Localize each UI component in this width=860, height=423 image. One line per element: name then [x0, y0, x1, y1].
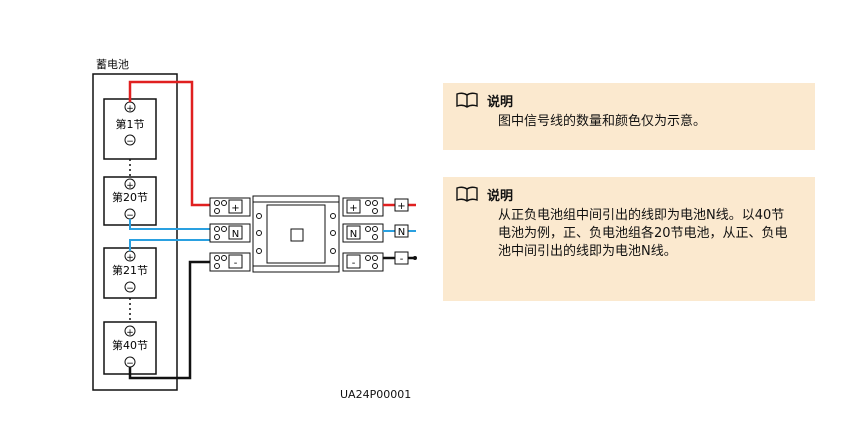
- neutral-wire-upper: [129, 219, 212, 230]
- left-terminal-n: N: [232, 229, 239, 240]
- cell-1-plus: +: [126, 104, 134, 114]
- battery-cell-40: + 第40节 −: [103, 321, 157, 375]
- cell-40-label: 第40节: [112, 338, 148, 352]
- figure-id: UA24P00001: [340, 388, 411, 401]
- left-terminal-minus: -: [234, 258, 238, 269]
- cell-21-minus: −: [126, 284, 134, 294]
- cell-21-label: 第21节: [112, 263, 148, 277]
- note-body-2: 从正负电池组中间引出的线即为电池N线。以40节电池为例，正、负电池组各20节电池…: [498, 208, 788, 259]
- cell-20-label: 第20节: [112, 190, 148, 204]
- cell-1-minus: −: [126, 137, 134, 147]
- right-terminals: [342, 197, 384, 272]
- cell-21-plus: +: [126, 253, 134, 263]
- note-title-1: 说明: [487, 94, 514, 110]
- cell-40-plus: +: [126, 328, 134, 338]
- battery-group-label: 蓄电池: [96, 58, 129, 71]
- battery-cell-1: + 第1节 −: [103, 98, 157, 160]
- cell-20-plus: +: [126, 181, 134, 191]
- positive-wire: [128, 80, 212, 207]
- negative-wire: [128, 260, 212, 380]
- neutral-wire-lower: [129, 239, 212, 251]
- breaker-switch: [252, 195, 340, 273]
- output-labels: [394, 198, 409, 265]
- battery-cell-20: + 第20节 −: [103, 176, 157, 226]
- cell-20-minus: −: [126, 211, 134, 221]
- note-box-2: 说明 从正负电池组中间引出的线即为电池N线。以40节电池为例，正、负电池组各20…: [443, 177, 815, 301]
- book-icon: [455, 92, 479, 108]
- battery-group-frame: [92, 73, 178, 391]
- output-label-plus: +: [397, 201, 405, 212]
- right-terminal-minus: -: [352, 258, 356, 269]
- book-icon: [455, 186, 479, 202]
- note-box-1: 说明 图中信号线的数量和颜色仅为示意。: [443, 83, 815, 150]
- output-negative-dot: [413, 256, 417, 260]
- cell-40-minus: −: [126, 359, 134, 369]
- left-terminal-plus: +: [231, 203, 239, 214]
- cell-1-label: 第1节: [116, 117, 145, 131]
- note-body-1: 图中信号线的数量和颜色仅为示意。: [498, 114, 707, 129]
- output-label-minus: -: [400, 254, 404, 265]
- right-terminal-plus: +: [349, 203, 357, 214]
- right-terminal-n: N: [350, 229, 357, 240]
- note-title-2: 说明: [487, 188, 514, 204]
- battery-cell-21: + 第21节 −: [103, 247, 157, 299]
- left-terminals: [209, 197, 251, 272]
- output-label-n: N: [398, 227, 405, 238]
